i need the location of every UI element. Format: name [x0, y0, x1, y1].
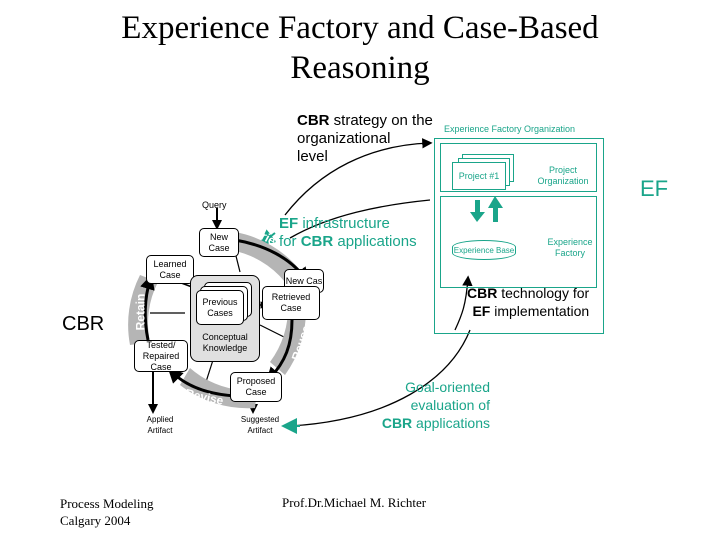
- ef-organization-box: [434, 138, 604, 334]
- applied-artifact-label: Applied Artifact: [146, 415, 174, 435]
- strategy-curve: [284, 138, 433, 216]
- conceptual-knowledge-label: Conceptual Knowledge: [202, 332, 248, 353]
- goal-curve: [289, 329, 471, 427]
- footer-left: Process Modeling Calgary 2004: [60, 496, 154, 528]
- project-box: Project #1: [452, 162, 506, 190]
- tested-repaired-case-box: Tested/ Repaired Case: [134, 340, 188, 372]
- infra-curve: [289, 199, 431, 239]
- tech-curve: [454, 275, 473, 331]
- goal-annotation: Goal-oriented evaluation of CBR applicat…: [381, 379, 490, 431]
- cbr-strategy-annotation: CBR strategy on the organizational level: [297, 112, 433, 165]
- project-org-label: Project Organization: [537, 165, 589, 186]
- previous-cases-box: Previous Cases: [196, 290, 244, 325]
- query-label: Query: [202, 200, 227, 210]
- footer-author: Prof.Dr.Michael M. Richter: [282, 495, 427, 510]
- retrieved-case-box: Retrieved Case: [262, 286, 320, 320]
- phase-retain: Retain: [133, 293, 148, 331]
- suggested-artifact-label: Suggested Artifact: [240, 415, 280, 435]
- learned-case-box: Learned Case: [146, 255, 194, 284]
- cbr-technology-annotation: CBR technology for EF implementation: [467, 285, 590, 319]
- title-line-1: Experience Factory and Case-Based: [121, 10, 599, 46]
- experience-base-cylinder: Experience Base: [452, 240, 516, 260]
- project-org-box: [440, 143, 597, 192]
- proposed-case-box: Proposed Case: [230, 372, 282, 402]
- new-case-box: New Case: [199, 228, 239, 257]
- ef-infrastructure-annotation: EF infrastructure for CBR applications: [279, 215, 417, 250]
- title-line-2: Reasoning: [290, 50, 430, 86]
- side-label-cbr: CBR: [62, 313, 105, 335]
- slide-title: Experience Factory and Case-Based Reason…: [0, 8, 720, 88]
- experience-factory-box: [440, 196, 597, 288]
- ef-org-label: Experience Factory Organization: [444, 124, 576, 134]
- side-label-ef: EF: [640, 176, 669, 201]
- experience-factory-label: Experience Factory: [547, 237, 593, 258]
